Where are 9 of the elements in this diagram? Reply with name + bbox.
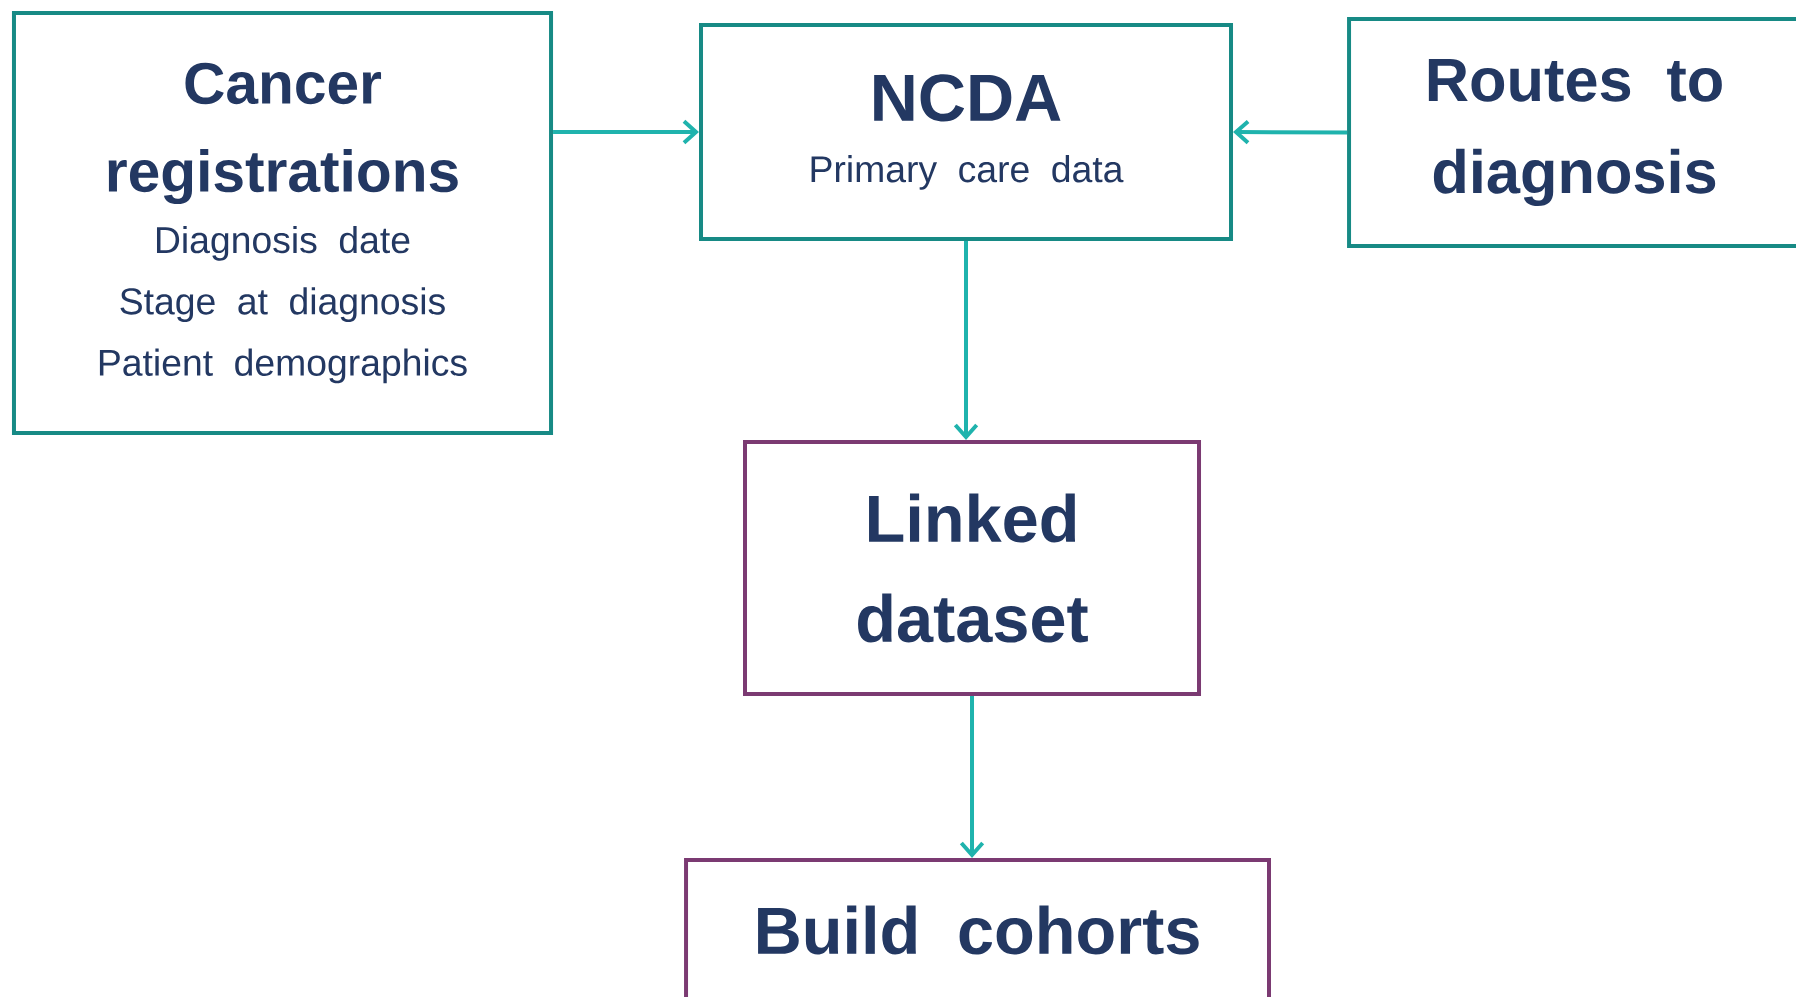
box: Routes to diagnosis	[1347, 17, 1796, 248]
box: Linked dataset	[743, 440, 1201, 696]
box: NCDA Primary care data	[699, 23, 1233, 241]
box: Cancer registrations Diagnosis date Stage at diagnosis Patient demographics	[11, 11, 554, 435]
arrow	[553, 119, 699, 145]
arrow	[953, 241, 979, 440]
arrow	[959, 696, 985, 858]
box: Build cohorts	[684, 858, 1271, 997]
arrow	[1233, 119, 1348, 145]
